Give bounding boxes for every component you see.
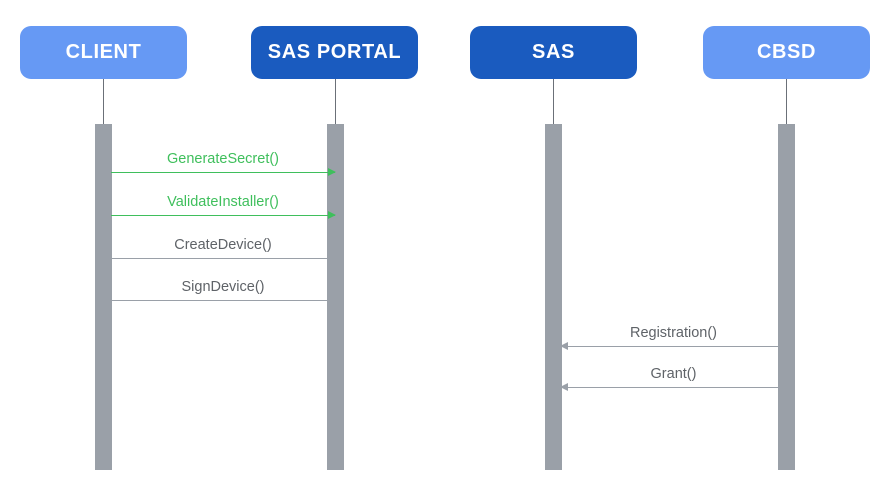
lifeline-cbsd [786,79,787,124]
participant-label: CBSD [756,41,817,63]
arrowhead-left-icon [560,342,568,350]
participant-box-cbsd[interactable]: CBSD [703,26,870,79]
message-label: CreateDevice() [174,237,272,253]
arrowhead-left-icon [560,383,568,391]
message-label: GenerateSecret() [166,151,280,167]
message-line [111,300,335,301]
message-line [561,387,786,388]
participant-label: SAS [532,41,575,63]
participant-label: CLIENT [65,41,142,63]
lifeline-sas [553,79,554,124]
message-line [111,258,335,259]
activation-bar-sas [545,124,562,470]
message-line [561,346,786,347]
arrowhead-right-icon [328,254,336,262]
message-label: Registration() [629,325,718,341]
activation-bar-client [95,124,112,470]
message-label: SignDevice() [181,279,265,295]
message-line [111,215,335,216]
lifeline-sas-portal [335,79,336,124]
message-line [111,172,335,173]
arrowhead-right-icon [328,168,336,176]
message-label: ValidateInstaller() [167,194,279,210]
message-label: Grant() [650,366,697,382]
participant-label: SAS PORTAL [267,41,402,63]
participant-box-sas[interactable]: SAS [470,26,637,79]
participant-box-sas-portal[interactable]: SAS PORTAL [251,26,418,79]
arrowhead-right-icon [328,296,336,304]
participant-box-client[interactable]: CLIENT [20,26,187,79]
lifeline-client [103,79,104,124]
arrowhead-right-icon [328,211,336,219]
activation-bar-cbsd [778,124,795,470]
